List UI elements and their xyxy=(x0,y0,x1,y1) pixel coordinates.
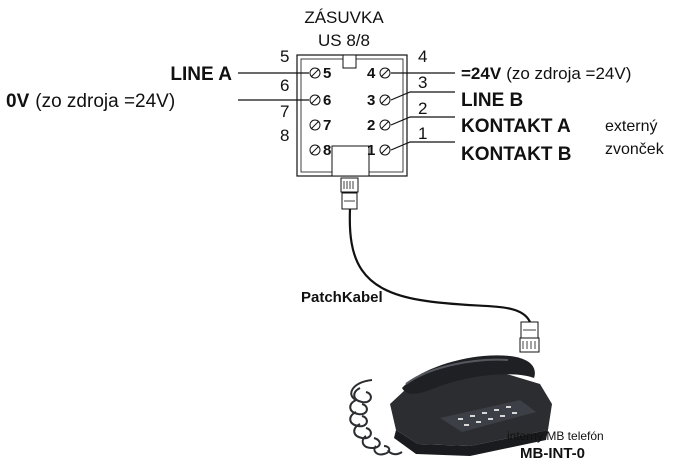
svg-text:2: 2 xyxy=(367,117,375,134)
patch-cable xyxy=(340,177,540,353)
terminal-6: 6 xyxy=(309,92,331,109)
wire-number-5: 5 xyxy=(280,47,289,66)
label-kontakt-b: KONTAKT B xyxy=(461,144,571,165)
socket-model: US 8/8 xyxy=(318,31,370,50)
terminal-4: 4 xyxy=(367,65,391,82)
phone-model: MB-INT-0 xyxy=(520,445,585,462)
wire-number-1: 1 xyxy=(418,124,427,143)
socket-housing xyxy=(296,54,408,177)
svg-text:1: 1 xyxy=(367,142,375,159)
label-plus24v: =24V(zo zdroja =24V) xyxy=(461,64,631,83)
telephone-image xyxy=(349,355,552,456)
svg-text:6: 6 xyxy=(323,92,331,109)
right-wires xyxy=(390,72,455,151)
wire-number-6: 6 xyxy=(280,76,289,95)
terminal-8: 8 xyxy=(309,142,331,159)
wire-number-8: 8 xyxy=(280,126,289,145)
label-line-a: LINE A xyxy=(170,64,232,85)
terminal-2: 2 xyxy=(367,117,391,134)
wire-number-7: 7 xyxy=(280,102,289,121)
svg-text:8: 8 xyxy=(323,142,331,159)
wire-number-3: 3 xyxy=(418,73,427,92)
label-line-b: LINE B xyxy=(461,90,523,111)
label-kontakt-a: KONTAKT A xyxy=(461,116,571,137)
socket-title: ZÁSUVKA xyxy=(304,8,384,27)
phone-caption: interný MB telefón xyxy=(507,429,604,443)
svg-text:5: 5 xyxy=(323,65,331,82)
cable-label: PatchKabel xyxy=(301,289,383,306)
left-wires xyxy=(238,72,309,101)
svg-text:4: 4 xyxy=(367,65,376,82)
wire-number-2: 2 xyxy=(418,99,427,118)
label-zvoncek: zvonček xyxy=(605,141,665,158)
terminal-1: 1 xyxy=(367,142,391,159)
label-externy: externý xyxy=(605,118,657,135)
svg-text:7: 7 xyxy=(323,117,331,134)
svg-text:3: 3 xyxy=(367,92,375,109)
terminal-3: 3 xyxy=(367,92,391,109)
terminal-7: 7 xyxy=(309,117,331,134)
wire-number-4: 4 xyxy=(418,47,427,66)
label-0v: 0V(zo zdroja =24V) xyxy=(6,91,175,112)
terminal-5: 5 xyxy=(309,65,331,82)
